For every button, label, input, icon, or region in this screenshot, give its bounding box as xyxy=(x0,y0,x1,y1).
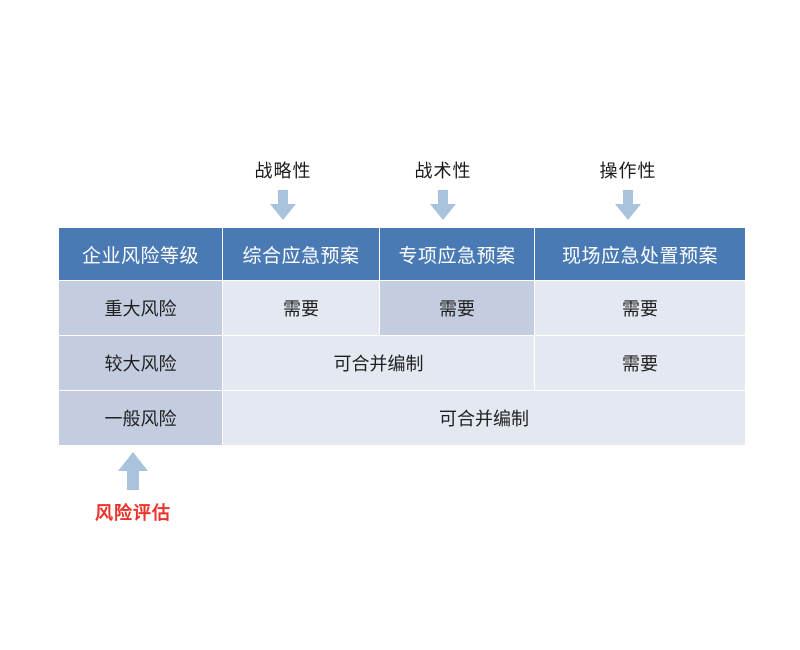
table-cell: 需要 xyxy=(223,281,379,335)
column-header-comprehensive: 综合应急预案 xyxy=(223,228,379,280)
arrow-down-icon xyxy=(270,190,296,220)
table-row: 重大风险 需要 需要 需要 xyxy=(59,281,745,335)
annotation-tactical: 战术性 xyxy=(383,163,503,220)
row-header-general-risk: 一般风险 xyxy=(59,391,222,445)
table-header-row: 企业风险等级 综合应急预案 专项应急预案 现场应急处置预案 xyxy=(59,228,745,280)
row-header-large-risk: 较大风险 xyxy=(59,336,222,390)
table-cell-highlighted: 需要 xyxy=(380,281,534,335)
arrow-down-icon xyxy=(615,190,641,220)
table-cell-merged: 可合并编制 xyxy=(223,336,534,390)
table-cell-merged: 可合并编制 xyxy=(223,391,745,445)
annotation-operational-label: 操作性 xyxy=(599,161,657,182)
annotation-risk-assessment: 风险评估 xyxy=(78,452,188,525)
table-cell: 需要 xyxy=(535,281,745,335)
annotation-tactical-label: 战术性 xyxy=(414,161,472,182)
annotation-strategic-label: 战略性 xyxy=(254,161,312,182)
table-cell: 需要 xyxy=(535,336,745,390)
arrow-down-icon xyxy=(430,190,456,220)
column-header-risk-level: 企业风险等级 xyxy=(59,228,222,280)
table-row: 一般风险 可合并编制 xyxy=(59,391,745,445)
annotation-operational: 操作性 xyxy=(568,163,688,220)
column-header-onsite: 现场应急处置预案 xyxy=(535,228,745,280)
column-header-special: 专项应急预案 xyxy=(380,228,534,280)
annotation-risk-assessment-label: 风险评估 xyxy=(95,503,171,524)
arrow-up-icon xyxy=(118,452,148,490)
table-row: 较大风险 可合并编制 需要 xyxy=(59,336,745,390)
annotation-strategic: 战略性 xyxy=(223,163,343,220)
row-header-major-risk: 重大风险 xyxy=(59,281,222,335)
risk-plan-matrix-table: 企业风险等级 综合应急预案 专项应急预案 现场应急处置预案 重大风险 需要 需要… xyxy=(58,227,746,446)
